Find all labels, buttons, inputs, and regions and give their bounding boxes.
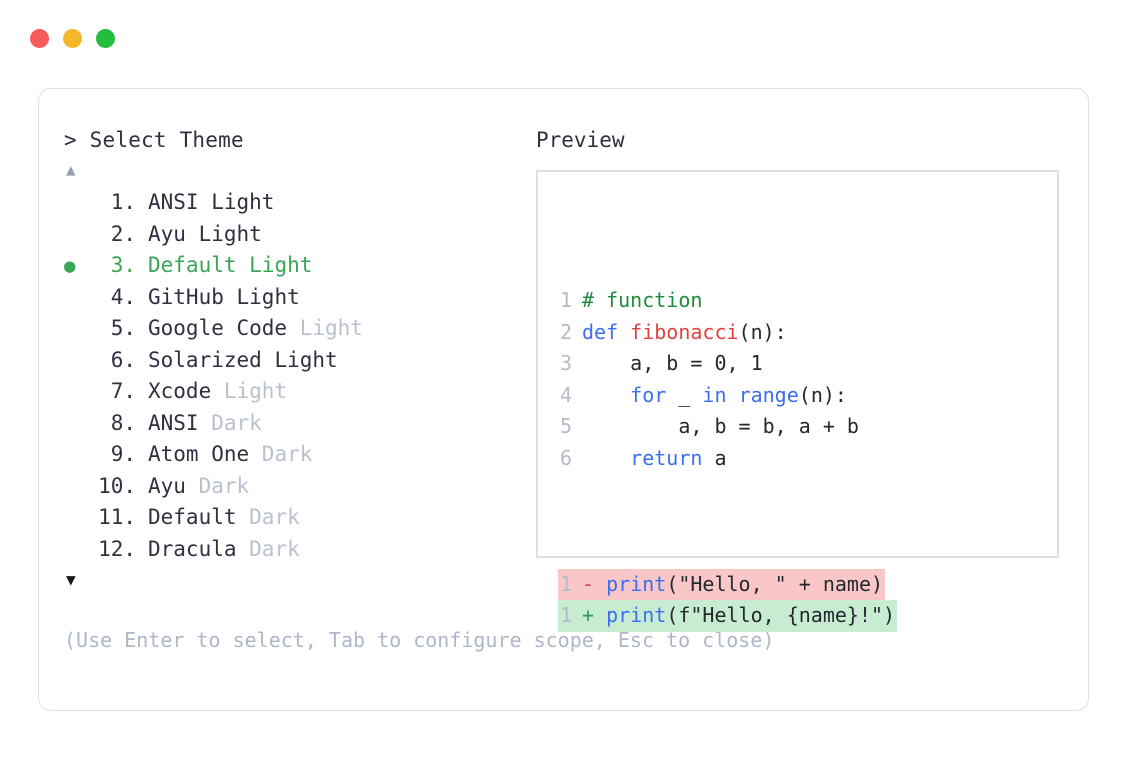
line-number: 5 [559, 414, 572, 438]
bullet-placeholder: ● [64, 503, 90, 535]
theme-item-variant: Dark [198, 473, 250, 498]
bullet-placeholder: ● [64, 346, 90, 378]
line-number: 4 [559, 382, 572, 407]
theme-list-item[interactable]: ● 4. GitHub Light [64, 282, 534, 314]
bullet-placeholder: ● [64, 440, 90, 472]
bullet-placeholder: ● [64, 472, 90, 504]
theme-item-label: Default Light [148, 253, 313, 277]
theme-item-number: 7. [110, 379, 136, 403]
theme-item-number: 9. [110, 442, 136, 466]
theme-item-number: 1. [110, 190, 136, 214]
selected-bullet-icon: ● [64, 255, 76, 277]
theme-list-pane: > Select Theme ▲ ● 1. ANSI Light ● 2. Ayu Lig… [64, 127, 775, 653]
diff-lines: 1- print("Hello, " + name)1+ print(f"Hel… [558, 568, 1055, 632]
bullet-placeholder: ● [64, 409, 90, 441]
theme-item-number: 12. [98, 536, 136, 561]
theme-item-label: Ayu Light [148, 221, 262, 246]
code-line: 3 a, b = 0, 1 [558, 348, 1055, 380]
theme-item-variant: Light [198, 221, 262, 246]
theme-item-label: ANSI Light [148, 190, 275, 214]
theme-list: ● 1. ANSI Light ● 2. Ayu Light ● 3. Default Ligh… [64, 187, 534, 565]
line-number: 6 [559, 445, 572, 470]
theme-item-variant: Light [299, 316, 363, 340]
theme-list-item[interactable]: ● 11. Default Dark [64, 502, 534, 534]
theme-list-item[interactable]: ● 1. ANSI Light [64, 187, 534, 219]
theme-list-item[interactable]: ● 8. ANSI Dark [64, 408, 534, 440]
theme-list-item[interactable]: ● 2. Ayu Light [64, 219, 534, 251]
theme-list-item[interactable]: ● 5. Google Code Light [64, 313, 534, 345]
line-number: 1 [559, 571, 572, 596]
theme-item-label: ANSI Dark [148, 410, 262, 435]
diff-marker: - [582, 571, 595, 596]
theme-item-variant: Light [223, 379, 288, 403]
theme-item-variant: Light [249, 253, 313, 277]
theme-item-variant: Light [211, 190, 275, 214]
line-number: 3 [559, 351, 572, 375]
bullet-placeholder: ● [64, 535, 90, 567]
diff-row: 1+ print(f"Hello, {name}!") [558, 600, 1055, 632]
diff-marker: + [582, 603, 595, 627]
code-line: 5 a, b = b, a + b [558, 411, 1055, 443]
close-button[interactable] [30, 29, 49, 48]
theme-item-label: Ayu Dark [148, 473, 250, 498]
keyboard-hint: (Use Enter to select, Tab to configure s… [64, 628, 775, 652]
theme-list-item[interactable]: ● 7. Xcode Light [64, 376, 534, 408]
scroll-up-arrow-icon[interactable]: ▲ [66, 160, 76, 179]
theme-item-label: Xcode Light [148, 379, 288, 403]
theme-item-label: Google Code Light [148, 316, 363, 340]
theme-item-label: Solarized Light [148, 347, 338, 372]
theme-item-variant: Dark [249, 505, 300, 529]
theme-item-number: 11. [98, 505, 136, 529]
maximize-button[interactable] [96, 29, 115, 48]
theme-list-item[interactable]: ● 6. Solarized Light [64, 345, 534, 377]
theme-item-number: 2. [110, 221, 136, 246]
theme-picker-card: > Select Theme ▲ ● 1. ANSI Light ● 2. Ayu Lig… [38, 88, 1089, 711]
theme-item-number: 6. [110, 347, 136, 372]
bullet-placeholder: ● [64, 314, 90, 346]
theme-list-item[interactable]: ● 12. Dracula Dark [64, 534, 534, 566]
line-number: 1 [559, 288, 572, 312]
code-line: 1# function [558, 285, 1055, 317]
code-line: 4 for _ in range(n): [558, 380, 1055, 412]
theme-item-variant: Light [236, 284, 300, 309]
bullet-placeholder: ● [64, 377, 90, 409]
select-theme-prompt: > Select Theme [64, 128, 244, 152]
scroll-down-arrow-icon[interactable]: ▼ [66, 570, 76, 589]
theme-list-item[interactable]: ● 9. Atom One Dark [64, 439, 534, 471]
theme-list-item[interactable]: ● 3. Default Light [64, 250, 534, 282]
theme-item-variant: Dark [249, 536, 300, 561]
theme-item-label: Dracula Dark [148, 536, 300, 561]
diff-deleted-line: 1- print("Hello, " + name) [558, 568, 886, 600]
theme-item-variant: Dark [211, 410, 262, 435]
bullet-placeholder: ● [64, 188, 90, 220]
line-number: 2 [559, 319, 572, 344]
theme-item-variant: Dark [261, 442, 313, 466]
preview-title: Preview [536, 128, 625, 152]
theme-item-number: 4. [110, 284, 136, 309]
code-line: 6 return a [558, 443, 1055, 475]
theme-item-label: GitHub Light [148, 284, 300, 309]
diff-row: 1- print("Hello, " + name) [558, 568, 1055, 600]
theme-item-label: Atom One Dark [148, 442, 313, 466]
theme-item-number: 3. [110, 253, 136, 277]
line-number: 1 [559, 603, 572, 627]
diff-added-line: 1+ print(f"Hello, {name}!") [558, 600, 898, 632]
window-traffic-lights [30, 29, 115, 48]
theme-item-number: 8. [110, 410, 136, 435]
minimize-button[interactable] [63, 29, 82, 48]
theme-item-variant: Light [274, 347, 338, 372]
bullet-placeholder: ● [64, 220, 90, 252]
theme-item-label: Default Dark [148, 505, 300, 529]
theme-item-number: 10. [98, 473, 136, 498]
theme-list-item[interactable]: ● 10. Ayu Dark [64, 471, 534, 503]
theme-item-number: 5. [110, 316, 136, 340]
bullet-placeholder: ● [64, 283, 90, 315]
